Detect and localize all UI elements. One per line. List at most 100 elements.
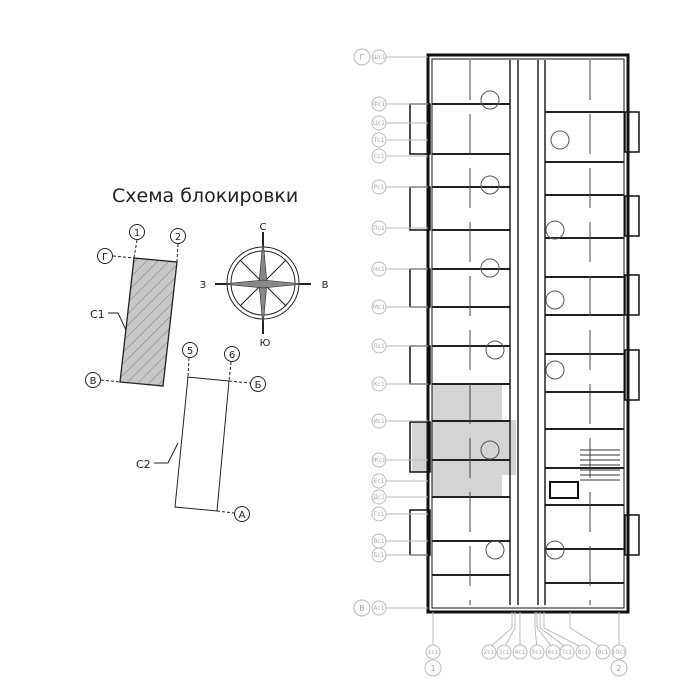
balcony: [624, 349, 640, 401]
tag-circle: [371, 506, 387, 522]
tag-leader: [569, 612, 604, 649]
axis-tag: 8с1: [578, 649, 589, 656]
section-1: 1 2 Г В С1: [85, 224, 186, 388]
axis-tag: Нс1: [373, 266, 385, 273]
tag-circle: [371, 220, 387, 236]
axis-tag: Сс1: [373, 153, 384, 160]
axis-label: Г: [360, 53, 365, 62]
tag-circle: [611, 644, 627, 660]
tag-circle: [425, 644, 441, 660]
elevator: [549, 481, 579, 499]
axis-tag: Кс1: [373, 381, 385, 388]
tag-leader: [534, 612, 538, 649]
axis-tag: 5с1: [532, 649, 543, 656]
door-swing: [550, 130, 570, 150]
tag-circle: [371, 49, 387, 65]
section-1-label: С1: [90, 308, 105, 321]
tag-circle: [371, 96, 387, 112]
axis-tag: Дс1: [373, 494, 385, 501]
axis-tag: Пс1: [373, 225, 385, 232]
axis-tag: 2с1: [484, 649, 495, 656]
axis-tag: Вс1: [373, 538, 384, 545]
tag-circle: [371, 489, 387, 505]
axis-label: В: [90, 376, 97, 387]
axis-label: Г: [102, 252, 108, 263]
axis-tag: 4с1: [515, 649, 526, 656]
door-swing: [545, 290, 565, 310]
door-swing: [485, 340, 505, 360]
axis-tag: Жс1: [372, 457, 386, 464]
balcony: [624, 195, 640, 237]
tag-circle: [371, 261, 387, 277]
axis-label: 6: [229, 350, 235, 361]
compass-rose-icon: С З В Ю: [200, 222, 329, 349]
axis-tag: Ис1: [373, 418, 385, 425]
axis-label: 2: [175, 232, 181, 243]
axis-tags: Шс1Фс1Цс1Тс1Сс1Рс1Пс1Нс1Мс1Лс1Кс1Ис1Жс1Е…: [371, 49, 627, 660]
axis-tag: Гс1: [374, 511, 385, 518]
plan-axes: Г В 1 2: [353, 48, 628, 677]
section-2-label: С2: [136, 458, 151, 471]
compass-west: З: [200, 280, 206, 291]
axis-tag: 9с1: [598, 649, 609, 656]
axis-tag: Фс1: [373, 101, 385, 108]
axis-tag: Шс1: [372, 54, 386, 61]
axis-label: 2: [616, 664, 621, 673]
section-2: 5 6 Б А С2: [136, 342, 266, 522]
tag-circle: [371, 338, 387, 354]
blocking-scheme: Схема блокировки 1 2 Г В С1: [85, 185, 298, 522]
axis-tag: 1с1: [428, 649, 439, 656]
tag-circle: [529, 644, 545, 660]
tag-circle: [371, 413, 387, 429]
door-swing: [480, 440, 500, 460]
tag-circle: [371, 132, 387, 148]
axis-tag: 7с1: [562, 649, 573, 656]
tag-circle: [371, 115, 387, 131]
tag-leader: [539, 612, 568, 649]
door-swing: [480, 90, 500, 110]
inner-wall: [431, 58, 625, 609]
door-swing: [480, 258, 500, 278]
tag-circle: [595, 644, 611, 660]
axis-tag: Ес1: [374, 478, 385, 485]
tag-circle: [371, 600, 387, 616]
compass-north: С: [260, 222, 267, 233]
balcony: [624, 274, 640, 316]
axis-tag: Лс1: [373, 343, 385, 350]
balcony: [624, 514, 640, 556]
tag-circle: [496, 644, 512, 660]
axis-label: Б: [255, 380, 262, 391]
axis-label: 5: [187, 346, 193, 357]
tag-circle: [371, 376, 387, 392]
axis-tag: Цс1: [373, 120, 385, 127]
axis-tag: Тс1: [373, 137, 385, 144]
tag-circle: [371, 473, 387, 489]
section-1-shape: [119, 257, 178, 387]
axis-label: 1: [134, 228, 140, 239]
tag-circle: [575, 644, 591, 660]
compass-south: Ю: [260, 338, 271, 349]
door-swing: [480, 175, 500, 195]
axis-tag: 6с1: [548, 649, 559, 656]
tag-circle: [371, 452, 387, 468]
balcony: [624, 111, 640, 153]
axis-label: А: [239, 510, 246, 521]
axis-tag: Мс1: [373, 304, 385, 311]
highlight-room: [500, 420, 516, 475]
tag-circle: [371, 547, 387, 563]
door-swing: [545, 360, 565, 380]
floor-plan: Шс1Фс1Цс1Тс1Сс1Рс1Пс1Нс1Мс1Лс1Кс1Ис1Жс1Е…: [353, 48, 640, 677]
axis-tag: Ас1: [373, 605, 384, 612]
door-swing: [545, 220, 565, 240]
tag-leader: [503, 612, 516, 649]
outer-wall: [426, 53, 630, 614]
balcony: [409, 421, 431, 473]
compass-east: В: [322, 280, 329, 291]
axis-tag: 3с1: [499, 649, 510, 656]
axis-tag: Рс1: [374, 184, 385, 191]
door-swing: [545, 540, 565, 560]
tag-circle: [481, 644, 497, 660]
tag-circle: [559, 644, 575, 660]
tag-leader: [543, 612, 584, 649]
